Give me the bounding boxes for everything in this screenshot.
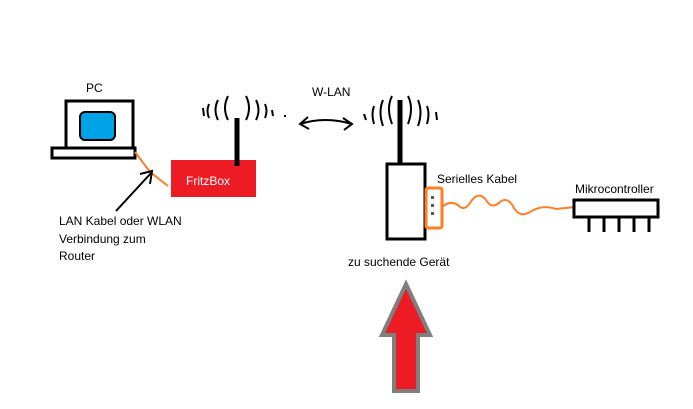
microcontroller-label: Mikrocontroller (575, 182, 654, 196)
pc-label: PC (86, 81, 103, 95)
router-label: FritzBox (186, 174, 230, 188)
router-wifi-waves-icon (202, 95, 286, 121)
lan-label-line3: Router (59, 249, 95, 263)
lan-cable (134, 151, 169, 187)
microcontroller-icon (572, 198, 660, 232)
wlan-label: W-LAN (312, 85, 350, 99)
lan-label-line2: Verbindung zum (59, 232, 146, 246)
serial-cable (441, 194, 576, 216)
lan-label-line1: LAN Kabel oder WLAN (59, 214, 182, 228)
device-label: zu suchende Gerät (348, 255, 450, 269)
device-icon (385, 100, 427, 241)
up-arrow-icon (378, 279, 434, 393)
serial-port-icon (424, 186, 444, 230)
pointer-arrow-icon (115, 169, 154, 212)
serial-cable-label: Serielles Kabel (437, 172, 517, 186)
pc-icon (50, 99, 137, 160)
wlan-double-arrow-icon (298, 116, 354, 131)
router-icon (171, 118, 256, 197)
device-wifi-waves-icon (363, 95, 438, 127)
